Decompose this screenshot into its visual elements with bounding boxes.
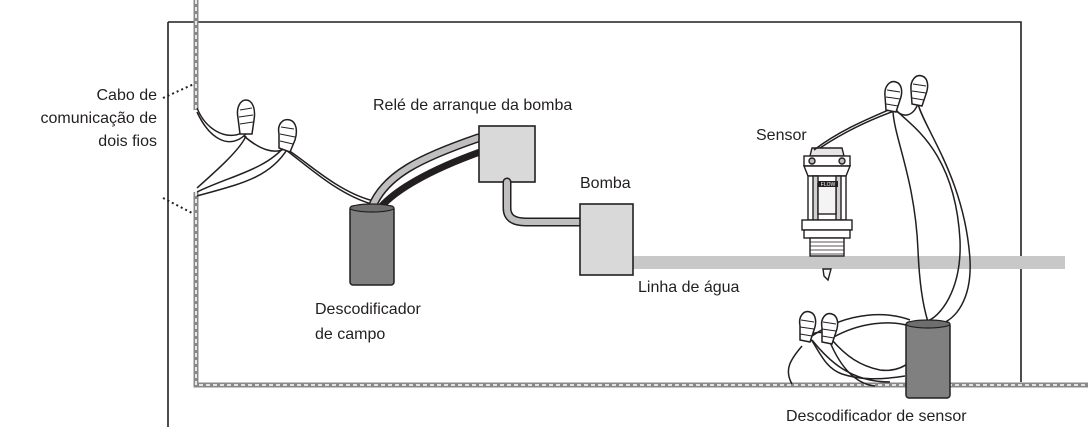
pump-label: Bomba	[580, 175, 631, 192]
pump-relay-box	[478, 125, 536, 183]
cable-pointers	[162, 83, 195, 215]
wire-nut-sensor-2	[910, 74, 929, 107]
water-line	[632, 256, 1065, 269]
cable-label-line-3: dois fios	[98, 133, 157, 150]
two-wire-cable	[193, 0, 1088, 388]
labels: Cabo de comunicação de dois fios Relé de…	[40, 87, 967, 425]
relay-to-pump-cable	[502, 177, 585, 227]
relay-label: Relé de arranque da bomba	[373, 97, 572, 114]
field-decoder-label-line-2: de campo	[315, 326, 385, 343]
sensor-decoder-label: Descodificador de sensor	[786, 408, 967, 425]
cable-label-line-2: comunicação de	[40, 110, 157, 127]
field-decoder-label-line-1: Descodificador	[315, 301, 422, 318]
wire-nut-sensor-1	[884, 80, 903, 113]
flow-sensor: FLOW	[801, 147, 853, 282]
sensor-wires	[813, 103, 971, 325]
wire-nut-left-2	[277, 118, 298, 153]
pump-box	[579, 203, 634, 276]
sensor-decoder	[905, 319, 951, 399]
water-line-label: Linha de água	[638, 279, 740, 296]
sensor-label: Sensor	[756, 127, 807, 144]
wire-nut-lower-2	[820, 312, 839, 345]
cable-label-line-1: Cabo de	[97, 87, 158, 104]
field-decoder	[349, 203, 395, 286]
wire-nut-left-1	[236, 99, 256, 135]
relay-cables	[367, 133, 484, 212]
flow-badge-text: FLOW	[821, 182, 836, 188]
wire-nut-lower-1	[798, 310, 817, 343]
